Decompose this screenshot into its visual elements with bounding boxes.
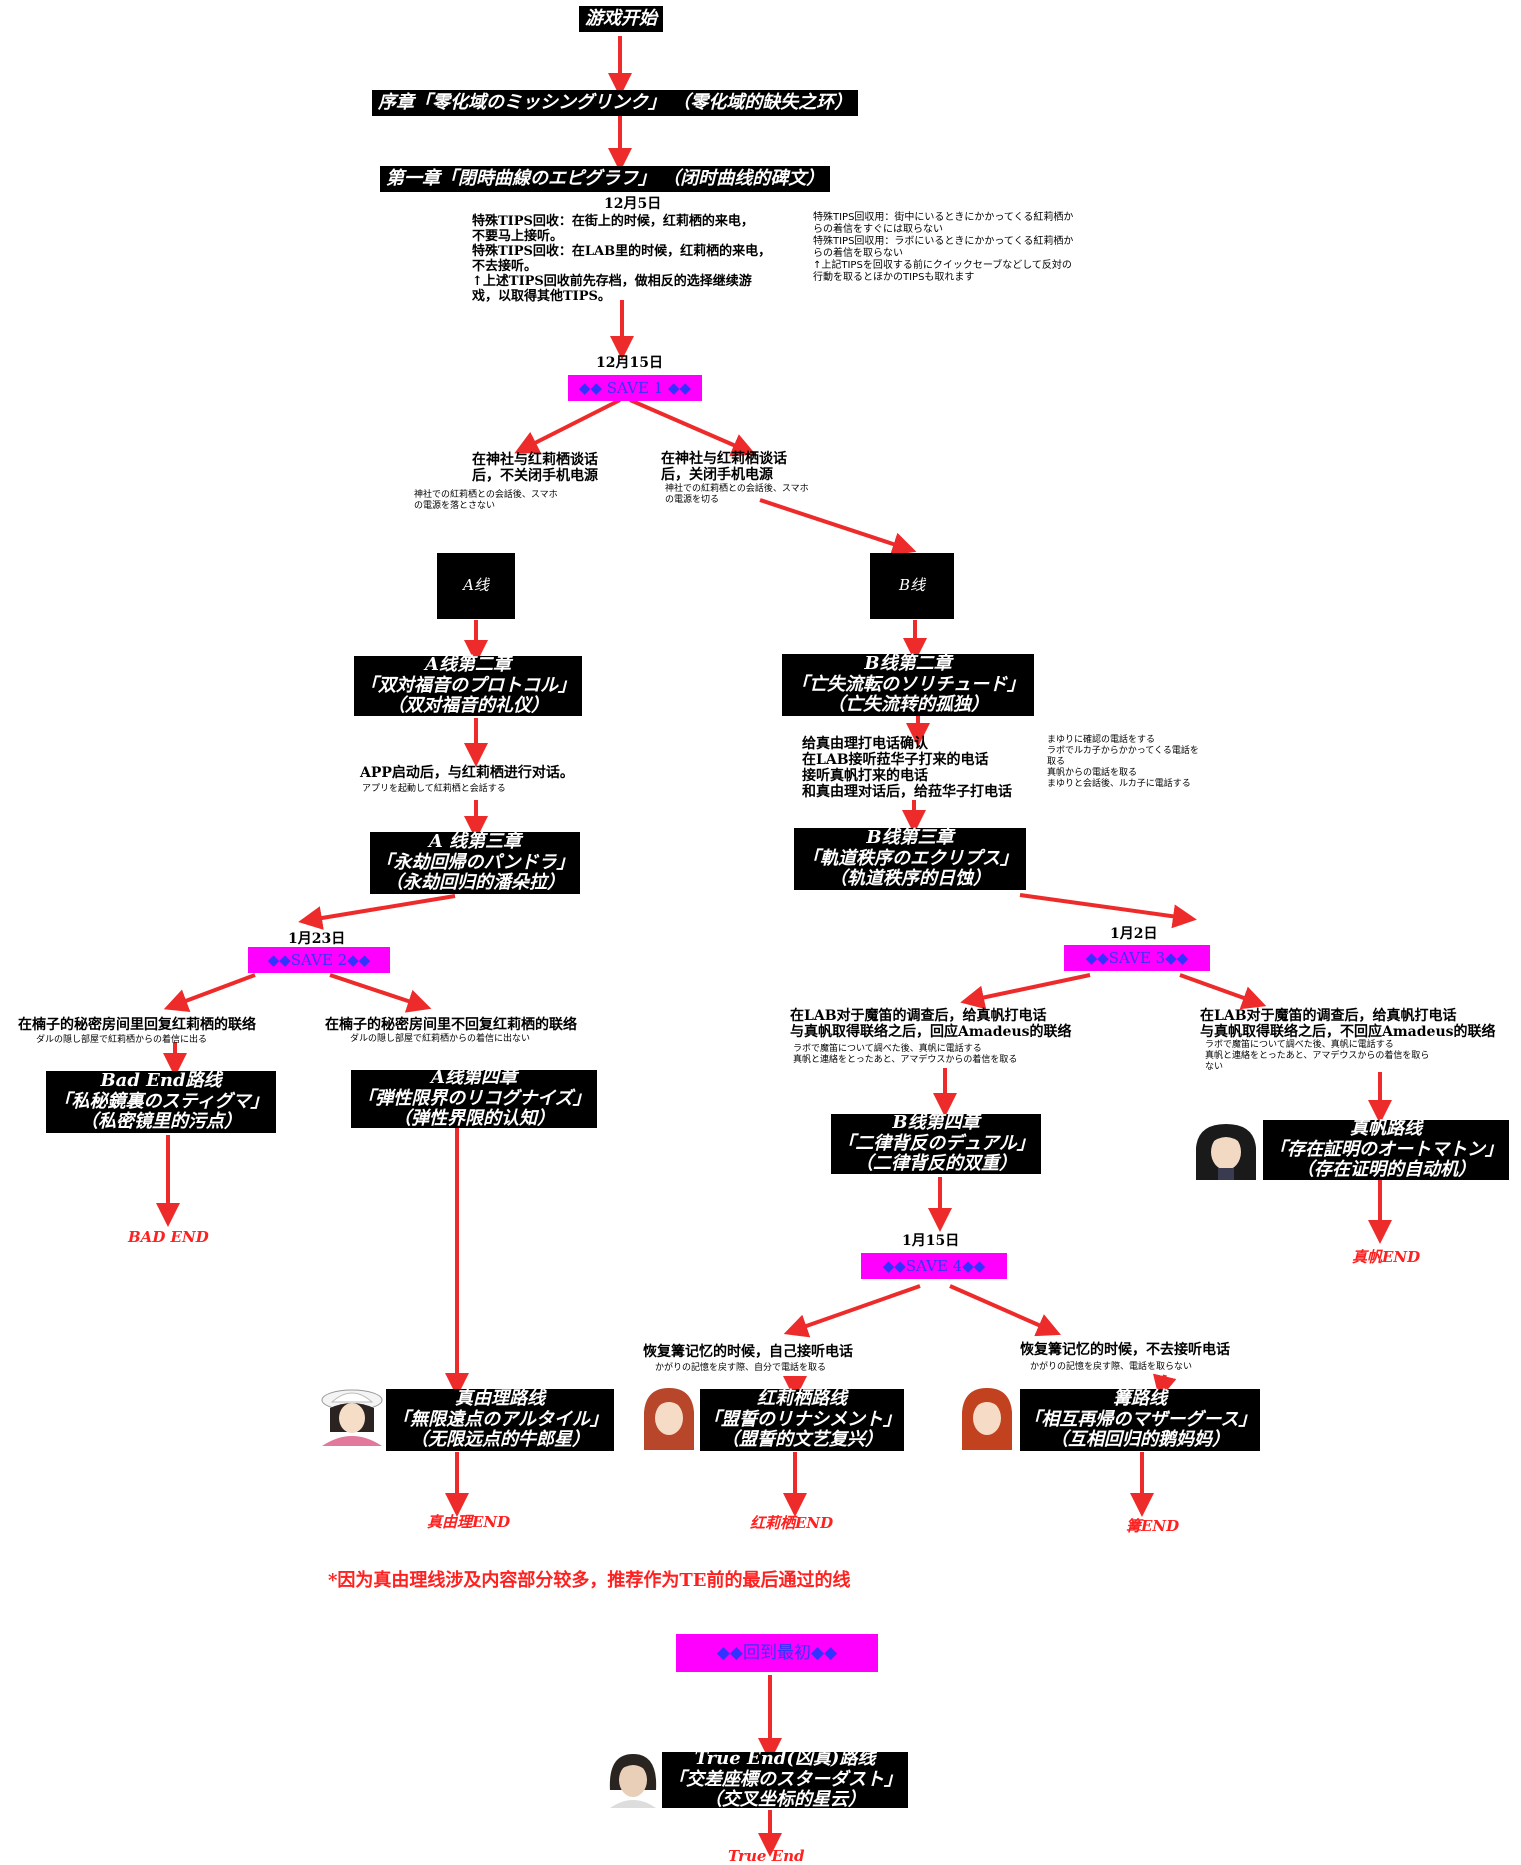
mayuri-end-label: 真由理END (427, 1513, 511, 1531)
kagari-portrait-icon (962, 1388, 1012, 1450)
arrow-a3-save2 (298, 894, 456, 930)
maho-end-label: 真帆END (1352, 1248, 1421, 1266)
save3-date: 1月2日 (1110, 926, 1158, 942)
arrow-save3-maho (1179, 973, 1267, 1010)
b-chapter2-node: B线第二章「亡失流転のソリチュード」（亡失流转的孤独） (782, 653, 1034, 716)
arrow-save3-b4 (960, 973, 1091, 1010)
kurisu-route-node: 红莉栖路线「盟誓のリナシメント」（盟誓的文艺复兴） (700, 1388, 904, 1451)
a2-condition-jp: アプリを起動して紅莉栖と会話する (362, 784, 506, 794)
true-route-node: True End(凶真)路线「交差座標のスターダスト」（交叉坐标的星云） (662, 1748, 908, 1810)
mayuri-portrait-icon (321, 1389, 383, 1446)
arrow-choiceb-lineb (759, 498, 917, 556)
choice-b-cn: 在神社与红莉栖谈话后，关闭手机电源 (661, 451, 787, 483)
arrow-save1-b (629, 398, 757, 457)
choice-maho-cn: 在LAB对于魔笛的调查后，给真帆打电话与真帆取得联络之后，不回应Amadeus的… (1200, 1008, 1496, 1040)
arrow-kagaricond-kagari (1153, 1373, 1177, 1400)
line-a-node: A线 (437, 553, 515, 619)
save4-node: ◆◆SAVE 4◆◆ (861, 1253, 1007, 1279)
save2-node: ◆◆SAVE 2◆◆ (248, 947, 390, 973)
tips-cn: 特殊TIPS回收：在街上的时候，红莉栖的来电，不要马上接听。特殊TIPS回收：在… (472, 214, 772, 304)
kurisu-portrait-icon (644, 1388, 694, 1450)
choice-a-cn: 在神社与红莉栖谈话后，不关闭手机电源 (472, 452, 598, 484)
choice-b-jp: 神社での紅莉栖との会話後、スマホの電源を切る (665, 484, 809, 505)
a-chapter2-node: A线第二章「双対福音のプロトコル」（双对福音的礼仪） (354, 654, 582, 716)
a2-condition-cn: APP启动后，与红莉栖进行对话。 (360, 765, 574, 781)
mayuri-route-node: 真由理路线「無限遠点のアルタイル」（无限远点的牛郎星） (386, 1388, 614, 1451)
save3-node: ◆◆SAVE 3◆◆ (1064, 945, 1210, 971)
save1-node: ◆◆ SAVE 1 ◆◆ (568, 375, 702, 401)
true-end-label: True End (728, 1847, 805, 1865)
kagari-end-label: 篝END (1126, 1517, 1180, 1535)
arrow-save2-a4 (329, 973, 432, 1013)
choice-maho-jp: ラボで魔笛について調べた後、真帆に電話する真帆と連絡をとったあと、アマデウスから… (1205, 1040, 1430, 1072)
bad-end-label: BAD END (128, 1228, 209, 1246)
choice-kurisu-jp: かがりの記憶を戻す際、自分で電話を取る (655, 1363, 827, 1373)
choice-kagari-jp: かがりの記憶を戻す際、電話を取らない (1030, 1362, 1193, 1372)
choice-b4-cn: 在LAB对于魔笛的调查后，给真帆打电话与真帆取得联络之后，回应Amadeus的联… (790, 1008, 1072, 1040)
arrow-save4-kurisu (783, 1284, 921, 1338)
bad-route-node: Bad End路线「私秘鏡裏のスティグマ」（私密镜里的污点） (46, 1070, 276, 1133)
choice-a4-jp: ダルの隠し部屋で紅莉栖からの着信に出ない (350, 1034, 531, 1044)
b2-condition-cn: 给真由理打电话确认在LAB接听菈华子打来的电话接听真帆打来的电话和真由理对话后，… (802, 736, 1012, 800)
prologue-node: 序章「零化域のミッシングリンク」 （零化域的缺失之环） (372, 90, 859, 116)
back-to-start-node: ◆◆回到最初◆◆ (676, 1634, 878, 1672)
arrow-save1-a (514, 398, 621, 454)
okabe-portrait-icon (609, 1754, 657, 1808)
a-chapter3-node: A 线第三章「永劫回帰のパンドラ」（永劫回归的潘朵拉） (370, 831, 580, 894)
b2-condition-jp: まゆりに確認の電話をするラボでルカ子からかかってくる電話を取る真帆からの電話を取… (1047, 735, 1199, 789)
arrow-save4-kagari (949, 1284, 1061, 1337)
save2-date: 1月23日 (288, 931, 346, 947)
b-chapter3-node: B线第三章「軌道秩序のエクリプス」（轨道秩序的日蚀） (794, 827, 1026, 890)
choice-b4-jp: ラボで魔笛について調べた後、真帆に電話する真帆と連絡をとったあと、アマデウスから… (793, 1044, 1018, 1065)
tips-date: 12月5日 (604, 196, 662, 212)
b-chapter4-node: B线第四章「二律背反のデュアル」（二律背反的双重） (831, 1112, 1041, 1174)
kagari-route-node: 篝路线「相互再帰のマザーグース」（互相回归的鹅妈妈） (1020, 1388, 1260, 1451)
maho-route-node: 真帆路线「存在証明のオートマトン」（存在证明的自动机） (1263, 1118, 1509, 1180)
save1-date: 12月15日 (596, 355, 663, 371)
save4-date: 1月15日 (902, 1233, 960, 1249)
choice-kagari-cn: 恢复篝记忆的时候，不去接听电话 (1020, 1342, 1230, 1358)
choice-kurisu-cn: 恢复篝记忆的时候，自己接听电话 (643, 1344, 853, 1360)
chapter1-node: 第一章「閉時曲線のエピグラフ」 （闭时曲线的碑文） (380, 166, 831, 192)
arrow-b3-save3 (1019, 893, 1197, 929)
choice-badend-jp: ダルの隠し部屋で紅莉栖からの着信に出る (36, 1035, 208, 1045)
tips-jp: 特殊TIPS回収用：街中にいるときにかかってくる紅莉栖からの着信をすぐには取らな… (813, 212, 1074, 283)
choice-badend-cn: 在楠子的秘密房间里回复红莉栖的联络 (18, 1017, 256, 1033)
recommendation-note: *因为真由理线涉及内容部分较多，推荐作为TE前的最后通过的线 (328, 1570, 851, 1591)
kurisu-end-label: 红莉栖END (750, 1514, 834, 1532)
arrow-save2-bad (163, 973, 256, 1013)
maho-portrait-icon (1196, 1124, 1256, 1180)
a-chapter4-node: A线第四章「弾性限界のリコグナイズ」（弹性界限的认知） (351, 1067, 597, 1129)
line-b-node: B线 (870, 553, 954, 619)
start-node: 游戏开始 (579, 6, 663, 32)
choice-a-jp: 神社での紅莉栖との会話後、スマホの電源を落とさない (414, 490, 558, 511)
choice-a4-cn: 在楠子的秘密房间里不回复红莉栖的联络 (325, 1017, 577, 1033)
